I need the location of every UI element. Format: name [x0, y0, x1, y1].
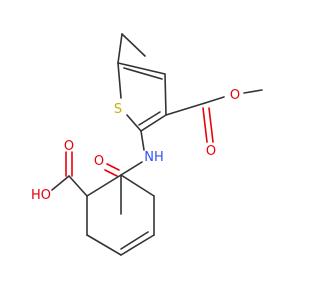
bond-ring-6: [86, 174, 122, 197]
bond-amide-c-o-double-2: [104, 169, 118, 177]
acid-hydroxyl-label: HO: [31, 188, 51, 203]
bond-ring-3: [120, 234, 155, 256]
bond-acid-c-oh: [51, 175, 70, 191]
bond-ethyl-ch2: [117, 33, 123, 64]
bond-c2-nh: [140, 130, 145, 151]
ethyl-group: [117, 33, 146, 64]
bond-ring-4: [86, 234, 122, 256]
bond-c3-c2-double: [138, 111, 161, 126]
bond-c5-c4-double: [123, 67, 163, 80]
ester-ether-oxygen-label: O: [230, 88, 240, 103]
carboxylic-acid-group: [51, 151, 88, 197]
amide-oxygen-label: O: [94, 154, 104, 169]
bond-ethyl-ch3: [121, 33, 146, 57]
amide-linkage: [104, 130, 145, 215]
bond-ester-c-o-double-2: [208, 107, 214, 143]
bond-ester-o-ch3: [243, 89, 263, 94]
bond-c5-s: [117, 62, 122, 99]
nh-atom-label: NH: [144, 150, 164, 165]
bond-ester-c-o-single: [204, 96, 225, 104]
methyl-ester-group: [165, 89, 263, 143]
thiophene-ring: [117, 62, 167, 132]
bond-c3-c2: [140, 114, 167, 132]
bond-ring-1: [120, 174, 155, 197]
bond-ester-c-o-double-1: [202, 107, 208, 143]
acid-carbonyl-oxygen-label: O: [64, 139, 74, 154]
cyclohexene-ring: [86, 174, 155, 256]
bond-c4-c3: [164, 73, 167, 116]
bond-ring-cooh: [68, 175, 88, 197]
bond-c5-c4: [117, 62, 166, 75]
bond-ring-3-double: [120, 231, 149, 250]
molecule-structure-diagram: S NH O O O O HO: [31, 33, 263, 256]
bond-c2-s: [126, 114, 142, 132]
sulfur-atom-label: S: [114, 102, 122, 117]
bond-amide-c-o-double-1: [106, 163, 120, 171]
ester-carbonyl-oxygen-label: O: [206, 144, 216, 159]
bond-nh-c: [120, 161, 143, 176]
bond-c3-ester-c: [165, 102, 206, 116]
